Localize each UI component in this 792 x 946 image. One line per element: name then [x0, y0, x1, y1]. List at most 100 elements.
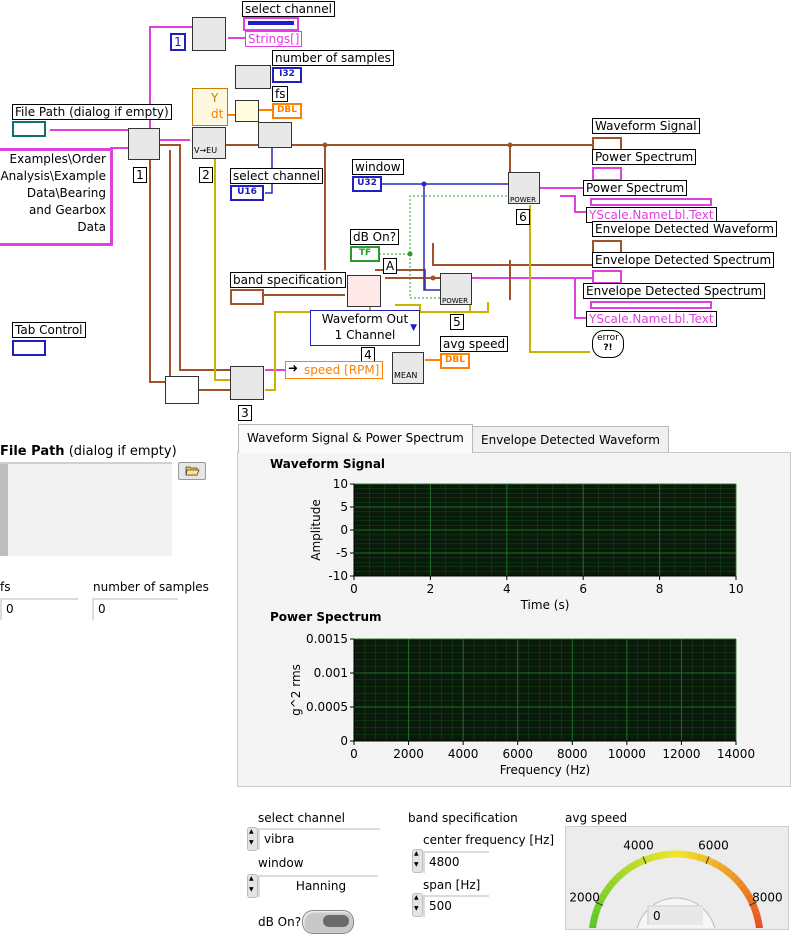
y-tick-label: 0.001: [314, 666, 348, 680]
gauge-band-segment: [593, 902, 603, 911]
x-tick-label: 6: [579, 582, 587, 596]
gauge-band-segment: [719, 864, 729, 874]
band-spec-label: band specification: [408, 811, 518, 825]
x-tick-label: 10000: [608, 747, 646, 761]
center-freq-label: center frequency [Hz]: [423, 833, 555, 847]
bd-order-analysis-node: [230, 366, 264, 400]
center-freq-input[interactable]: 4800: [423, 851, 489, 873]
bd-waveform-out-constant: Waveform Out 1 Channel ▼: [310, 310, 420, 346]
y-tick-label: -5: [336, 546, 348, 560]
bd-power-spectrum-term: [592, 167, 622, 181]
bd-read-file-node: [128, 128, 160, 160]
gauge-band-segment: [590, 913, 599, 921]
gauge-band-segment: [753, 913, 762, 921]
x-axis-label: Frequency (Hz): [500, 763, 591, 777]
power-spectrum-graph-title: Power Spectrum: [270, 610, 382, 624]
x-tick-label: 12000: [662, 747, 700, 761]
gauge-band-segment: [691, 852, 699, 861]
center-freq-spinner[interactable]: ▲▼: [412, 849, 423, 873]
gauge-band-segment: [619, 867, 629, 877]
gauge-band-segment: [744, 892, 754, 901]
gauge-band-segment: [628, 861, 637, 871]
y-axis-label: g^2 rms: [289, 664, 303, 716]
bd-number-of-samples-label: number of samples: [272, 50, 394, 66]
x-tick-label: 6000: [502, 747, 533, 761]
bd-env-spectrum-label: Envelope Detected Spectrum: [592, 252, 775, 268]
span-input[interactable]: 500: [423, 895, 489, 917]
tab-envelope-detected[interactable]: Envelope Detected Waveform: [472, 426, 669, 453]
chevron-down-icon: ▼: [410, 323, 417, 333]
gauge-band-segment: [623, 864, 633, 874]
bd-power-spectrum-node-6: POWER: [508, 172, 540, 204]
gauge-band-segment: [633, 859, 642, 868]
bd-reciprocal-node: [235, 100, 259, 122]
gauge-band-segment: [755, 923, 763, 928]
bd-u16-control: U16: [230, 185, 264, 201]
avg-speed-digital: 0: [647, 905, 703, 925]
x-tick-label: 14000: [717, 747, 755, 761]
y-axis-label: Amplitude: [309, 499, 323, 561]
bd-file-path-label: File Path (dialog if empty): [12, 104, 172, 120]
db-on-toggle-knob: [323, 915, 349, 927]
bd-constant-a: A: [383, 258, 397, 274]
bd-env-spectrum-term: [592, 270, 622, 284]
bd-env-spectrum-node-bar: [590, 301, 712, 309]
y-tick-label: 10: [333, 477, 348, 491]
waveform-graph-title: Waveform Signal: [270, 457, 386, 471]
x-tick-label: 8000: [557, 747, 588, 761]
tab-waveform-signal-power[interactable]: Waveform Signal & Power Spectrum: [238, 424, 473, 453]
window-spinner[interactable]: ▲▼: [247, 874, 258, 898]
y-tick-label: 0: [340, 734, 348, 748]
gauge-band-segment: [589, 923, 597, 928]
bd-dbl-indicator-fs: DBL: [272, 103, 302, 119]
bd-env-waveform-label: Envelope Detected Waveform: [592, 221, 777, 237]
gauge-tick-label: 4000: [623, 838, 654, 852]
bd-index-array-node: [258, 122, 292, 148]
gauge-tick-label: 6000: [698, 838, 729, 852]
x-tick-label: 8: [656, 582, 664, 596]
gauge-band-segment: [701, 854, 709, 864]
y-tick-label: -10: [328, 569, 348, 583]
gauge-band-segment: [604, 883, 614, 892]
x-tick-label: 4000: [448, 747, 479, 761]
gauge-band-segment: [728, 871, 737, 881]
gauge-band-segment: [601, 887, 611, 897]
x-tick-label: 0: [350, 582, 358, 596]
x-axis-label: Time (s): [520, 598, 570, 612]
gauge-tick: [748, 901, 757, 906]
bd-mean-node: MEAN: [392, 352, 424, 384]
gauge-band-segment: [696, 853, 704, 862]
window-ring[interactable]: Hanning: [258, 875, 378, 897]
span-spinner[interactable]: ▲▼: [412, 893, 423, 917]
bd-error-handler-node: error ?!: [592, 330, 624, 358]
bd-select-channel-label: select channel: [242, 1, 335, 17]
gauge-band-segment: [735, 879, 745, 888]
gauge-band-segment: [664, 850, 671, 859]
fs-label: fs: [0, 580, 11, 594]
bd-avg-speed-label: avg speed: [440, 336, 509, 352]
browse-folder-button[interactable]: [178, 462, 206, 480]
bd-waveform-signal-label: Waveform Signal: [592, 118, 700, 134]
bd-node-number-1: 1: [133, 167, 147, 183]
bd-power-spectrum-node-5: POWER: [440, 273, 472, 305]
bd-tf-control: TF: [350, 246, 380, 262]
arrow-icon: ➜: [288, 361, 299, 375]
gauge-band-segment: [749, 902, 759, 911]
bd-envelope-node: [347, 275, 381, 307]
bd-tab-control-term: [12, 340, 46, 356]
bd-waveform-components-node: Y dt: [192, 88, 228, 126]
bd-band-spec-label: band specification: [230, 272, 346, 288]
select-channel-ring[interactable]: vibra: [258, 828, 380, 850]
select-channel-spinner[interactable]: ▲▼: [247, 827, 258, 851]
bd-node-number-6: 6: [516, 209, 530, 225]
gauge-band-segment: [596, 897, 605, 906]
db-on-toggle[interactable]: [302, 910, 354, 934]
gauge-tick-label: 2000: [569, 890, 600, 904]
bd-node-number-3: 3: [238, 405, 252, 421]
file-path-field[interactable]: [0, 462, 172, 556]
gauge-band-segment: [741, 887, 751, 897]
bd-dbl-indicator-speed: DBL: [440, 353, 470, 369]
bd-table-node: [192, 17, 226, 51]
gauge-band-segment: [648, 853, 656, 862]
